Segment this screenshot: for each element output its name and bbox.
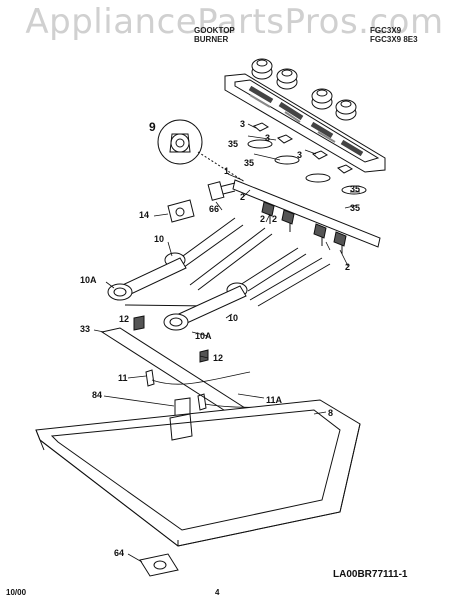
pressure-regulator [167,199,195,223]
knob-4 [335,99,357,121]
burner-tubes-left [107,217,273,307]
callout-9: 9 [149,120,156,134]
callout-11: 11 [118,373,128,383]
callout-3: 3 [297,150,303,160]
callout-14: 14 [139,210,150,220]
callout-2: 2 [260,214,266,224]
gas-manifold [207,179,381,254]
gasket-plate [139,553,179,577]
callout-35: 35 [350,184,361,194]
callout-64: 64 [114,548,125,558]
orifice-detail-circle [157,119,246,183]
callout-2: 2 [272,214,278,224]
callout-10A: 10A [80,275,97,285]
knob-3 [311,88,333,110]
callout-2: 2 [240,192,246,202]
callout-10A: 10A [195,331,212,341]
section-title: GOOKTOP BURNER [194,26,235,44]
cooktop-pan [35,399,361,547]
footer-date: 10/00 [6,588,27,597]
callout-10: 10 [228,313,239,323]
burner-tubes-right [163,247,331,331]
mounting-bracket [100,315,247,419]
knob-1 [251,58,273,80]
control-panel-cover [224,73,386,173]
knob-2 [276,68,298,90]
callout-35: 35 [228,139,239,149]
callout-8: 8 [328,408,334,418]
callout-35: 35 [350,203,361,213]
knob-bezels [247,122,367,195]
callout-33: 33 [80,324,91,334]
callout-66: 66 [209,204,220,214]
callout-84: 84 [92,390,103,400]
footer-page-number: 4 [215,588,220,597]
diagram-code: LA00BR77111-1 [333,569,408,580]
callout-12: 12 [119,314,130,324]
callout-12: 12 [213,353,224,363]
callout-35: 35 [244,158,255,168]
callout-11A: 11A [266,395,283,405]
callout-2: 2 [345,262,351,272]
callout-10: 10 [154,234,165,244]
model-numbers: FGC3X9 FGC3X9 8E3 [370,26,418,44]
callout-3: 3 [240,119,246,129]
callout-1: 1 [224,166,230,176]
watermark: AppliancePartsPros.com [25,2,444,42]
callout-3: 3 [265,133,271,143]
